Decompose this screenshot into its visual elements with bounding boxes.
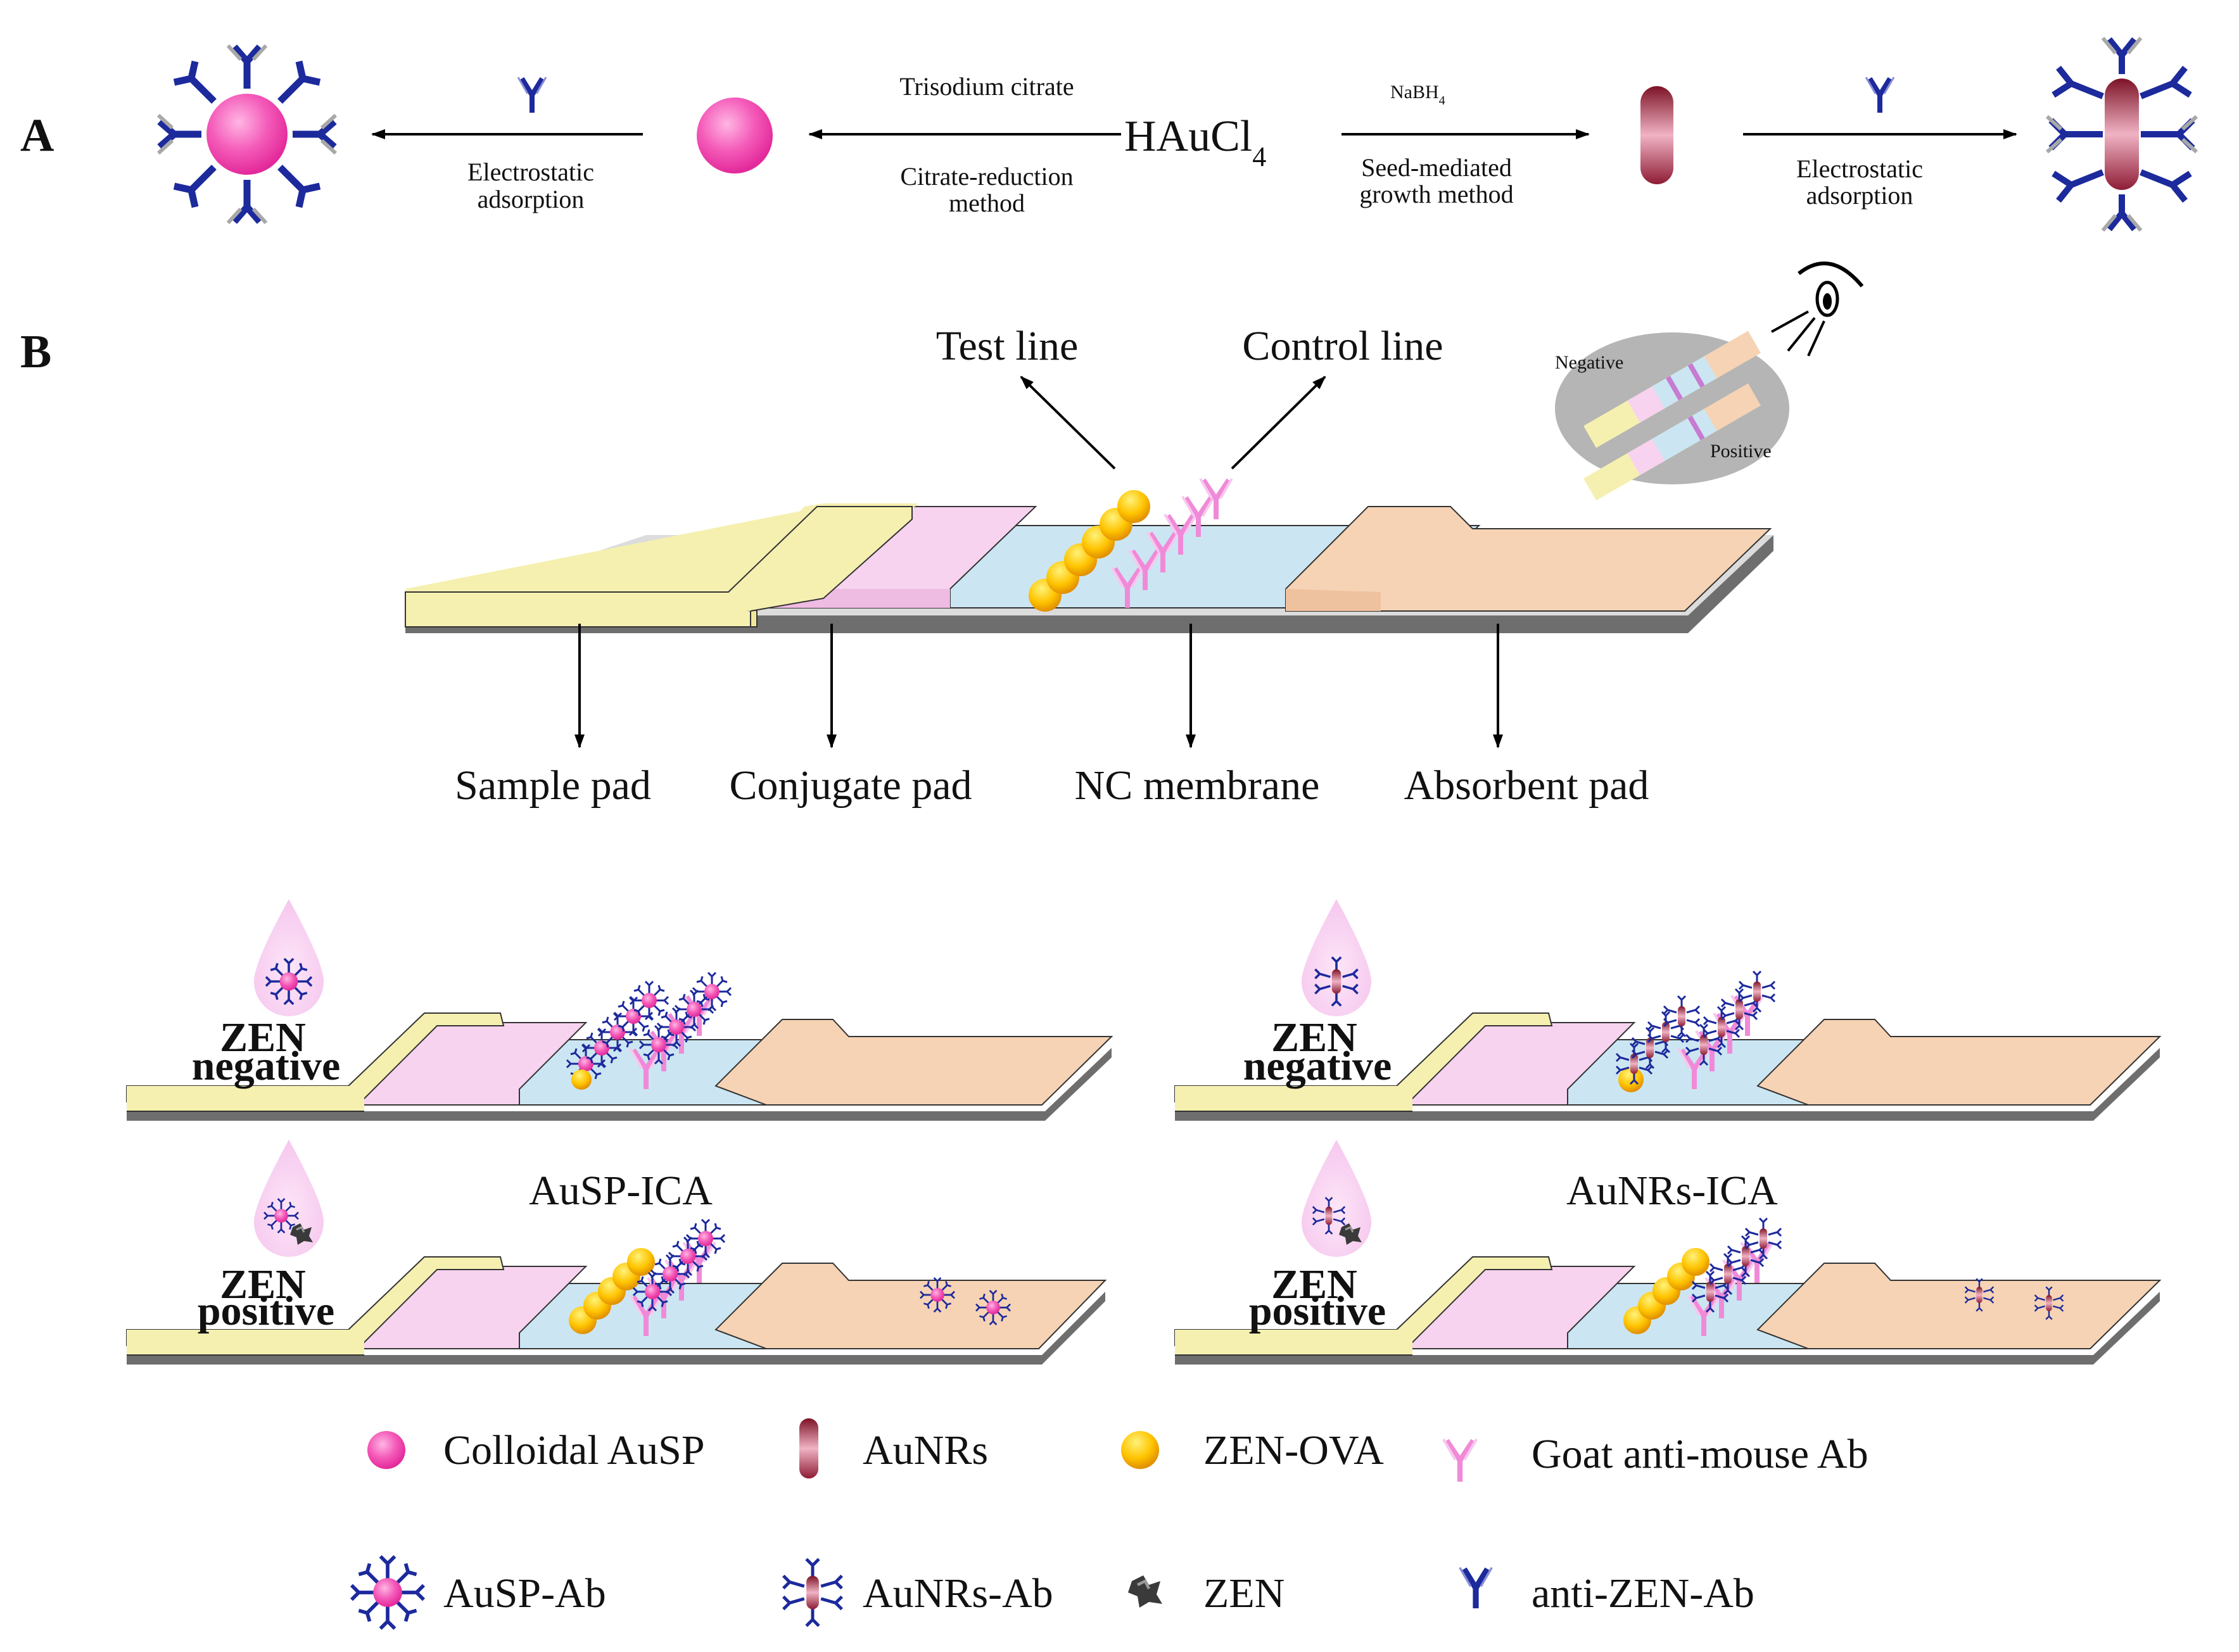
aunrs-ab-conjugate (2045, 37, 2198, 232)
legend-aunrs-label: AuNRs (863, 1427, 988, 1473)
step-label: Trisodium citrate (899, 72, 1074, 101)
legend-goat-ab-icon (1443, 1439, 1477, 1482)
conjugate-pad-label: Conjugate pad (729, 762, 972, 809)
ausp-negative-strip (126, 1012, 1113, 1121)
control-line-label: Control line (1242, 323, 1443, 369)
step-label: Citrate-reduction (900, 162, 1073, 191)
ausp-ab-conjugate (156, 44, 338, 225)
ausp-positive-strip (126, 1256, 1107, 1365)
test-line-zen-ova (1029, 490, 1150, 612)
step-label: method (949, 189, 1025, 217)
legend-zen-ova-icon (1121, 1431, 1159, 1469)
step-label: adsorption (1806, 181, 1913, 210)
legend: Colloidal AuSP AuNRs ZEN-OVA Goat anti-m… (352, 1418, 1868, 1629)
result-inset: Negative Positive (1555, 331, 1789, 501)
aunrs-negative-lines (1615, 970, 1776, 1092)
ausp-negative-lines (566, 971, 732, 1090)
legend-ausp-ab-label: AuSP-Ab (443, 1570, 606, 1617)
ausp-ica-title: AuSP-ICA (529, 1168, 713, 1214)
aunrs-drop-negative (1302, 899, 1371, 1016)
test-line-label: Test line (936, 323, 1079, 369)
lateral-flow-strip (405, 503, 1773, 633)
eye-icon (1771, 262, 1864, 356)
test-line-arrow (1020, 375, 1116, 470)
zen-label: ZEN (1271, 1014, 1357, 1061)
antibody-icon (518, 77, 546, 113)
antibody-icon (1866, 77, 1894, 113)
step-label: Electrostatic (467, 158, 594, 186)
ausp-drop-positive (254, 1140, 324, 1257)
positive-label: positive (1249, 1288, 1386, 1334)
aunrs-positive-lines (1623, 1217, 2064, 1336)
absorbent-pad-label: Absorbent pad (1404, 762, 1649, 809)
legend-colloidal-label: Colloidal AuSP (443, 1427, 705, 1473)
nabh4-label: NaBH4 (1390, 82, 1445, 108)
legend-anti-zen-ab-label: anti-ZEN-Ab (1532, 1570, 1754, 1617)
legend-aunrs-ab-icon (783, 1559, 842, 1626)
colloidal-ausp (697, 98, 773, 173)
legend-aunrs-icon (799, 1418, 818, 1479)
negative-label: negative (1243, 1043, 1392, 1089)
aunr-rod (1640, 86, 1673, 184)
inset-negative-label: Negative (1555, 352, 1623, 373)
step-label: adsorption (478, 185, 585, 213)
positive-label: positive (198, 1288, 334, 1334)
step-label: Seed-mediated (1361, 153, 1512, 182)
haucl4-label: HAuCl4 (1124, 112, 1266, 172)
zen-label: ZEN (220, 1014, 306, 1061)
legend-aunrs-ab-label: AuNRs-Ab (863, 1570, 1053, 1617)
legend-zen-label: ZEN (1203, 1570, 1284, 1617)
legend-ausp-ab-icon (352, 1556, 424, 1629)
step-label: growth method (1359, 180, 1513, 208)
panel-a-label: A (20, 110, 54, 161)
legend-colloidal-icon (367, 1431, 405, 1469)
aunrs-positive-strip (1174, 1256, 2162, 1365)
legend-anti-zen-ab-icon (1460, 1568, 1492, 1608)
inset-positive-label: Positive (1710, 441, 1772, 462)
aunrs-negative-strip (1174, 1012, 2162, 1121)
legend-zen-icon (1128, 1575, 1162, 1608)
ausp-positive-lines (569, 1218, 1012, 1336)
step-label: Electrostatic (1796, 154, 1923, 183)
negative-label: negative (192, 1043, 341, 1089)
part-arrows (574, 624, 1503, 748)
control-line-arrow (1231, 375, 1326, 470)
legend-zen-ova-label: ZEN-OVA (1203, 1427, 1384, 1473)
ausp-drop-negative (254, 899, 324, 1016)
zen-label: ZEN (220, 1261, 306, 1308)
zen-label: ZEN (1271, 1261, 1357, 1308)
panel-b-label: B (20, 326, 51, 378)
aunrs-drop-positive (1302, 1140, 1371, 1257)
sample-pad-label: Sample pad (455, 762, 651, 809)
aunrs-ica-title: AuNRs-ICA (1566, 1168, 1778, 1214)
legend-goat-ab-label: Goat anti-mouse Ab (1532, 1431, 1868, 1477)
nc-membrane-label: NC membrane (1075, 762, 1320, 809)
